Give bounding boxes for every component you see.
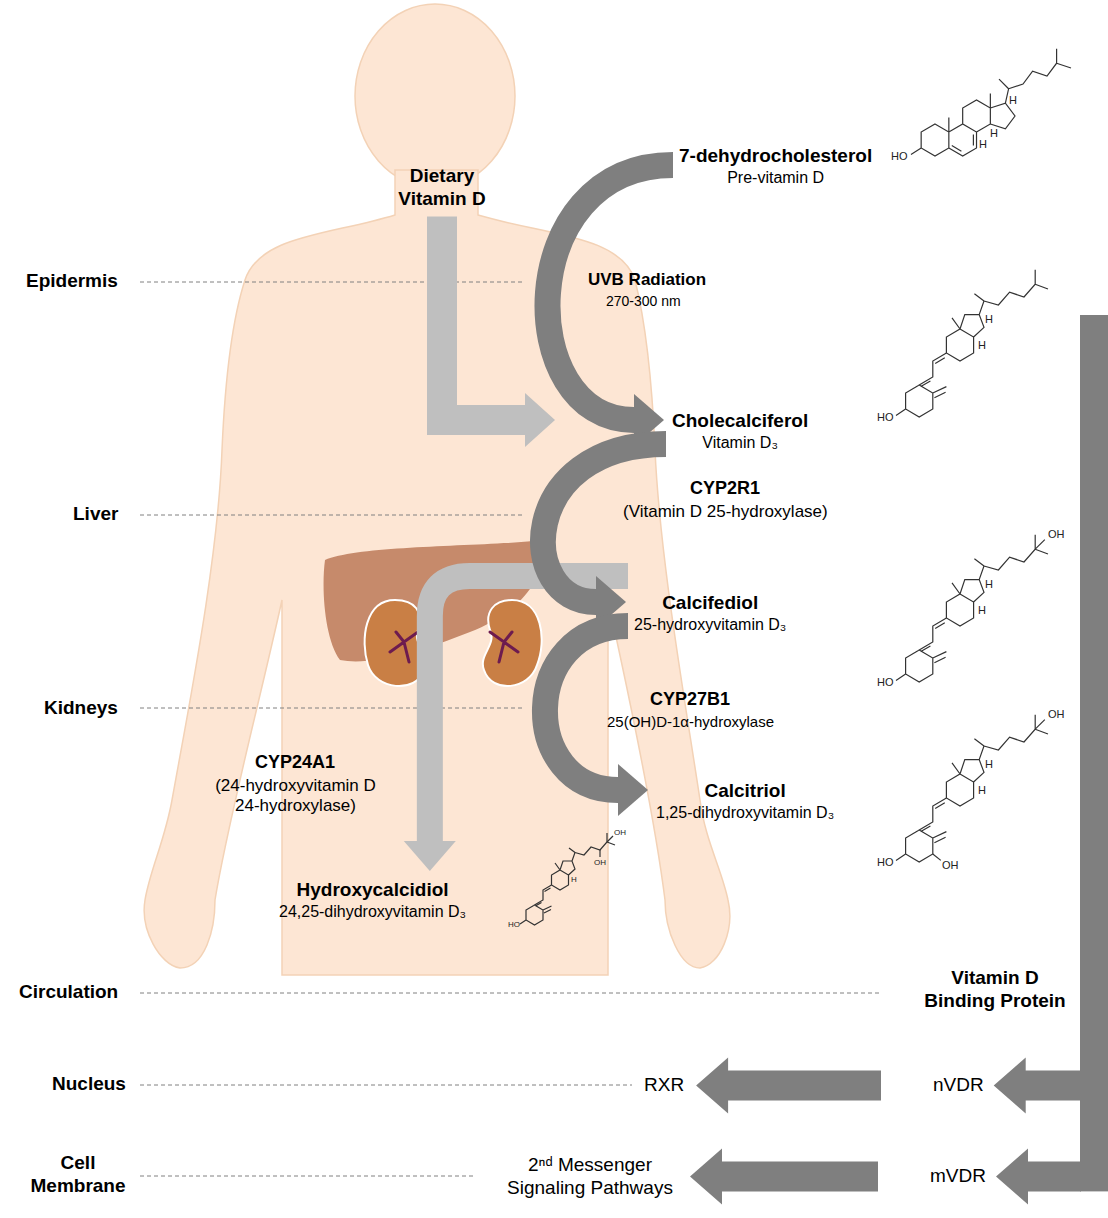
receptor-label: nVDR (931, 1072, 986, 1099)
arrow-shaft (545, 626, 628, 790)
flow-arrow (543, 444, 666, 628)
atom-label: H (571, 876, 577, 884)
flow-arrow (404, 576, 628, 871)
level-label: Kidneys (44, 697, 118, 720)
target-label: 2ⁿᵈ Messenger Signaling Pathways (500, 1152, 680, 1202)
arrow-shaft (547, 165, 673, 420)
atom-label: HO (877, 677, 894, 688)
arrow-head (618, 764, 648, 816)
node-subtitle: Vitamin D₃ (672, 433, 808, 453)
arrow-shaft (442, 217, 525, 420)
node-title: Hydroxycalcidiol (279, 879, 466, 902)
arrow-shaft (430, 576, 628, 841)
compound-label: Calcifediol25-hydroxyvitamin D₃ (632, 590, 788, 637)
enzyme-detail: (Vitamin D 25-hydroxylase) (623, 502, 828, 522)
block-arrow (696, 1057, 881, 1113)
source-label: Dietary Vitamin D (382, 163, 502, 213)
carrier-label: Vitamin D Binding Protein (920, 965, 1070, 1015)
node-title: 7-dehydrocholesterol (679, 145, 872, 168)
node-title: Vitamin D Binding Protein (922, 967, 1068, 1013)
node-title: Dietary Vitamin D (384, 165, 500, 211)
node-subtitle: 1,25-dihydroxyvitamin D₃ (656, 803, 834, 823)
target-label: RXR (642, 1072, 686, 1099)
node-title: 2ⁿᵈ Messenger Signaling Pathways (502, 1154, 678, 1200)
atom-label: OH (942, 860, 959, 871)
node-title: RXR (644, 1074, 684, 1097)
arrow-shaft (543, 444, 666, 602)
node-title: Calcitriol (656, 780, 834, 803)
atom-label: H (985, 579, 993, 590)
atom-label: OH (1048, 709, 1065, 720)
compound-label: Calcitriol1,25-dihydroxyvitamin D₃ (654, 778, 836, 825)
atom-label: H (985, 759, 993, 770)
atom-label: H (978, 340, 986, 351)
atom-label: H (978, 785, 986, 796)
arrow-head (525, 393, 555, 447)
level-label: Nucleus (52, 1073, 126, 1096)
block-arrow (996, 1148, 1081, 1204)
atom-label: HO (877, 857, 894, 868)
molecule-structures (520, 49, 1071, 925)
level-label: Epidermis (26, 270, 118, 293)
process-detail: 270-300 nm (606, 293, 681, 310)
atom-label: OH (614, 829, 626, 837)
compound-label: 7-dehydrocholesterolPre-vitamin D (677, 143, 874, 190)
enzyme-name: CYP24A1 (255, 752, 335, 774)
atom-label: HO (877, 412, 894, 423)
enzyme-detail: (24-hydroxyvitamin D 24-hydroxylase) (203, 776, 388, 817)
atom-label: OH (1048, 529, 1065, 540)
kidneys (365, 600, 542, 686)
arrow-head (404, 841, 456, 871)
block-arrow (994, 1057, 1081, 1113)
atom-label: H (990, 128, 998, 139)
node-subtitle: 25-hydroxyvitamin D₃ (634, 615, 786, 635)
atom-label: HO (891, 151, 908, 162)
node-title: Cholecalciferol (672, 410, 808, 433)
atom-label: H (978, 605, 986, 616)
receptor-label: mVDR (928, 1163, 988, 1190)
node-title: nVDR (933, 1074, 984, 1097)
level-label: Cell Membrane (23, 1152, 133, 1198)
node-subtitle: 24,25-dihydroxyvitamin D₃ (279, 902, 466, 922)
atom-label: OH (594, 859, 606, 867)
compound-label: CholecalciferolVitamin D₃ (670, 408, 810, 455)
process-label: UVB Radiation (588, 270, 706, 290)
circulation-bar (1080, 315, 1108, 1191)
enzyme-detail: 25(OH)D-1α-hydroxylase (607, 713, 774, 731)
atom-label: H (1009, 95, 1017, 106)
node-subtitle: Pre-vitamin D (679, 168, 872, 188)
enzyme-name: CYP27B1 (650, 689, 730, 711)
node-title: mVDR (930, 1165, 986, 1188)
atom-label: H (979, 139, 987, 150)
level-label: Liver (73, 503, 118, 526)
block-arrow (690, 1148, 878, 1204)
atom-label: H (985, 314, 993, 325)
node-title: Calcifediol (634, 592, 786, 615)
atom-label: HO (508, 921, 520, 929)
body-silhouette (144, 4, 730, 975)
compound-label: Hydroxycalcidiol24,25-dihydroxyvitamin D… (277, 877, 468, 924)
flow-arrow (690, 1148, 878, 1204)
flow-arrow (696, 1057, 881, 1113)
enzyme-name: CYP2R1 (690, 478, 760, 500)
level-label: Circulation (19, 981, 118, 1004)
circulation-bar (994, 315, 1108, 1204)
